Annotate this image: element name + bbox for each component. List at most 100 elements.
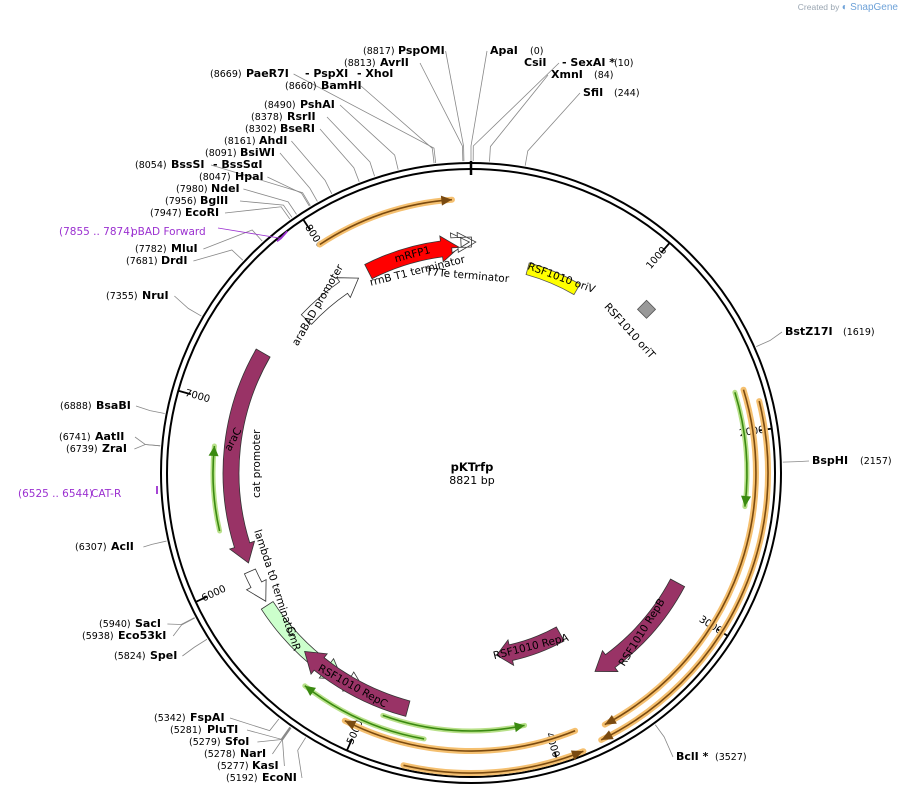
site-aatii[interactable]: AatII	[95, 430, 124, 443]
feature-label-arabad-promoter: araBAD promoter	[290, 262, 347, 348]
site-hpai[interactable]: HpaI	[235, 170, 264, 183]
credit-brand: SnapGene	[850, 2, 898, 13]
site-bamhi[interactable]: BamHI	[321, 79, 362, 92]
site-bglii[interactable]: BglII	[200, 194, 228, 207]
site-pos-xmni: (84)	[594, 70, 614, 81]
site-bcli[interactable]: BclI *	[676, 750, 709, 763]
site-avrii[interactable]: AvrII	[380, 56, 409, 69]
site-ecori[interactable]: EcoRI	[185, 206, 219, 219]
leader-pspomi	[445, 50, 465, 162]
primer-catr-range: (6525 .. 6544)	[18, 488, 93, 500]
feature-label-rsf1010-repa: RSF1010 RepA	[492, 632, 571, 663]
credit-prefix: Created by	[797, 2, 840, 12]
site-kasi[interactable]: KasI	[252, 759, 279, 772]
leader-nari	[272, 727, 292, 755]
site-ndei[interactable]: NdeI	[211, 182, 240, 195]
site-sfoi[interactable]: SfoI	[225, 735, 249, 748]
site-econi[interactable]: EcoNI	[262, 771, 297, 784]
feature-label-cat-promoter: cat promoter	[251, 429, 263, 498]
site-bsabi[interactable]: BsaBI	[96, 399, 131, 412]
site-xhoi[interactable]: - XhoI	[357, 67, 393, 80]
site-pos-rsrii: (8378)	[251, 112, 283, 123]
site-pshai[interactable]: PshAI	[300, 98, 335, 111]
leader-avrii	[419, 62, 464, 162]
site-pos-bcli: (3527)	[715, 752, 747, 763]
site-xmni[interactable]: XmnI	[551, 68, 583, 81]
leader-drdi	[193, 249, 244, 262]
site-nari[interactable]: NarI	[240, 747, 266, 760]
mRFP1-arrow	[364, 235, 460, 280]
site-pos-pluti: (5281)	[170, 725, 202, 736]
site-pos-fspai: (5342)	[154, 713, 186, 724]
site-paer7i[interactable]: PaeR7I	[246, 67, 289, 80]
site-pos-bamhi: (8660)	[285, 81, 317, 92]
site-csii[interactable]: CsiI	[524, 56, 546, 69]
leader-apai	[470, 50, 488, 161]
tick-mark-7000	[178, 389, 192, 396]
cat-promoter-arrow	[243, 568, 267, 602]
site-bsss-i[interactable]: - BssSαI	[213, 158, 262, 171]
site-pos-nrui: (7355)	[106, 291, 138, 302]
site-bsiwi[interactable]: BsiWI	[240, 146, 275, 159]
plasmid-name: pKTrfp	[451, 460, 494, 474]
primer-cat-r[interactable]: (6525 .. 6544)CAT-R	[18, 486, 158, 500]
leader-bamhi	[360, 85, 435, 164]
site-pos-bglii: (7956)	[165, 196, 197, 207]
site-zrai[interactable]: ZraI	[102, 442, 127, 455]
leader-bsabi	[135, 405, 165, 414]
RSF1010-RepC-arrow	[304, 650, 411, 717]
site-pluti[interactable]: PluTI	[207, 723, 238, 736]
site-acli[interactable]: AclI	[111, 540, 134, 553]
site-pos-acli: (6307)	[75, 542, 107, 553]
snapgene-logo-icon: ◐	[841, 2, 848, 13]
leader-ahdi	[291, 140, 333, 194]
plasmid-length: 8821 bp	[449, 474, 494, 487]
site-pos-mlui: (7782)	[135, 244, 167, 255]
site-sexai[interactable]: - SexAI *	[562, 56, 615, 69]
primer-pbad-forward[interactable]: (7855 .. 7874)pBAD Forward	[59, 226, 288, 243]
site-bstz17i[interactable]: BstZ17I	[785, 325, 833, 338]
orf-arc-8	[208, 443, 223, 534]
site-bsphi[interactable]: BspHI	[812, 454, 848, 467]
site-apai[interactable]: ApaI	[490, 44, 518, 57]
site-pos-apai: (0)	[530, 46, 543, 57]
site-mlui[interactable]: MluI	[171, 242, 198, 255]
T7Te-terminator-arrow	[456, 231, 477, 254]
site-saci[interactable]: SacI	[135, 617, 161, 630]
orf-arc-7	[380, 712, 528, 734]
site-fspai[interactable]: FspAI	[190, 711, 225, 724]
site-pos-sfoi: (5279)	[189, 737, 221, 748]
leader-fspai	[229, 717, 280, 732]
site-pos-bsiwi: (8091)	[205, 148, 237, 159]
site-pos-bsphi: (2157)	[860, 456, 892, 467]
site-nrui[interactable]: NruI	[142, 289, 169, 302]
araC-arrow	[222, 348, 271, 564]
site-rsrii[interactable]: RsrII	[287, 110, 316, 123]
site-pos-bseri: (8302)	[245, 124, 277, 135]
RSF1010-RepB-arrow	[594, 578, 686, 672]
leader-xmni	[489, 74, 549, 162]
site-pos-sfii: (244)	[614, 88, 640, 99]
site-sfii[interactable]: SfiI	[583, 86, 603, 99]
site-pspxi[interactable]: - PspXI	[305, 67, 348, 80]
site-pspomi[interactable]: PspOMI	[398, 44, 445, 57]
primer-pbad-name: pBAD Forward	[131, 226, 206, 238]
leader-sfoi	[257, 727, 291, 743]
site-pos-hpai: (8047)	[199, 172, 231, 183]
site-bseri[interactable]: BseRI	[280, 122, 315, 135]
site-drdi[interactable]: DrdI	[161, 254, 188, 267]
site-spei[interactable]: SpeI	[150, 649, 177, 662]
feature-label-rsf1010-oriv: RSF1010 oriV	[526, 260, 597, 296]
leader-pshai	[339, 104, 399, 170]
orf-arc-3	[598, 398, 772, 743]
leader-bstz17i	[756, 331, 783, 347]
leader-rsrii	[326, 116, 375, 177]
site-pos-ndei: (7980)	[176, 184, 208, 195]
site-pos-drdi: (7681)	[126, 256, 158, 267]
site-ahdi[interactable]: AhdI	[259, 134, 287, 147]
site-pos-bsabi: (6888)	[60, 401, 92, 412]
RSF1010-RepA-arrow	[496, 626, 565, 667]
site-bsssi[interactable]: BssSI	[171, 158, 205, 171]
site-eco53ki[interactable]: Eco53kI	[118, 629, 166, 642]
orf-arc-1	[316, 195, 455, 248]
